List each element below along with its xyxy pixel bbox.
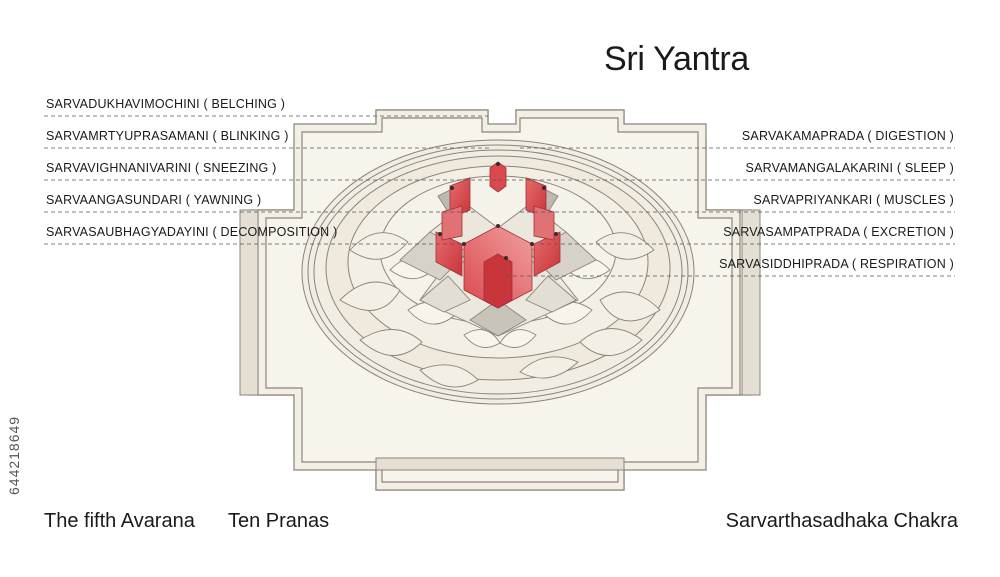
red-highlighted-triangles [435,161,561,309]
marma-dots [438,162,558,260]
label-left-1: SARVADUKHAVIMOCHINI ( BELCHING ) [46,97,286,111]
caption-ten-pranas: Ten Pranas [228,510,330,532]
label-right-2: SARVAMANGALAKARINI ( SLEEP ) [745,161,954,175]
caption-chakra-name: Sarvarthasadhaka Chakra [725,510,958,532]
label-left-4: SARVAANGASUNDARI ( YAWNING ) [46,193,262,207]
outer-lotus-petals [339,232,661,388]
right-leader-lines [498,147,955,277]
label-left-5: SARVASAUBHAGYADAYINI ( DECOMPOSITION ) [46,225,338,239]
label-right-1: SARVAKAMAPRADA ( DIGESTION ) [741,129,954,143]
left-leader-lines [44,115,498,245]
label-left-3: SARVAVIGHNANIVARINI ( SNEEZING ) [46,161,277,175]
label-right-4: SARVASAMPATPRADA ( EXCRETION ) [723,225,954,239]
label-right-3: SARVAPRIYANKARI ( MUSCLES ) [753,193,954,207]
stock-id-vertical: 644218649 [4,335,26,495]
stock-id-text: 644218649 [6,415,22,495]
caption-fifth-avarana: The fifth Avarana [44,510,195,532]
label-right-5: SARVASIDDHIPRADA ( RESPIRATION ) [719,257,954,271]
gate-slots [239,209,761,471]
label-left-2: SARVAMRTYUPRASAMANI ( BLINKING ) [46,129,289,143]
diagram-title: Sri Yantra [604,40,750,78]
